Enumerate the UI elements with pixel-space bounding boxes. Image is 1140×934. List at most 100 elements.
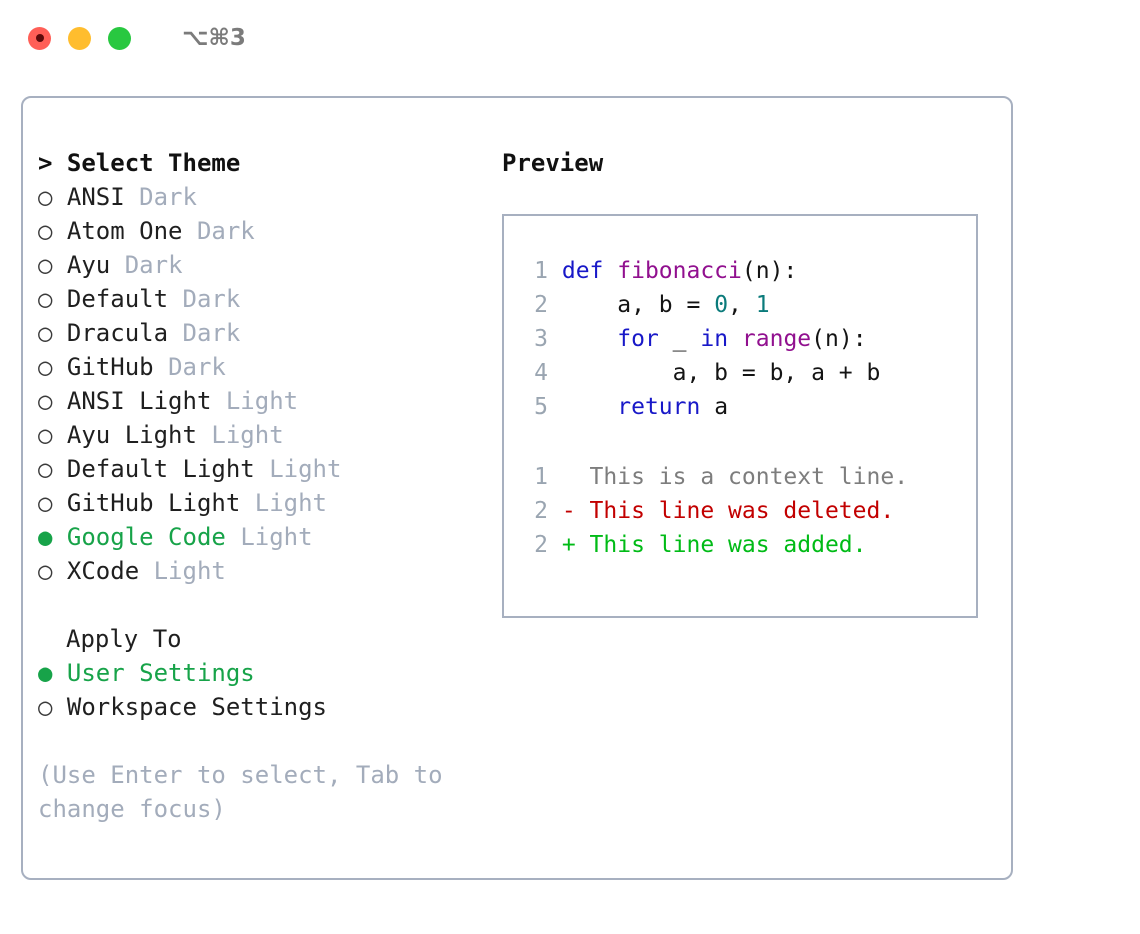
line-number: 5 [534,394,548,420]
list-spacer [38,588,478,622]
theme-variant-tag: Light [254,489,327,517]
minimize-dot-icon[interactable] [68,26,91,50]
radio-selected-icon: ● [38,523,53,551]
theme-name: Ayu [66,251,111,279]
code-line: 5 return a [514,390,976,424]
maximize-dot-icon[interactable] [108,26,131,50]
code-token: _ [658,326,701,352]
theme-variant-tag: Light [240,523,313,551]
line-number: 4 [534,360,548,386]
code-line: 4 a, b = b, a + b [514,356,976,390]
code-token: in [700,326,729,352]
radio-unselected-icon: ○ [38,217,53,245]
theme-variant-tag: Dark [182,285,241,313]
diff-line: 2 + This line was added. [514,528,976,562]
line-number: 2 [534,292,548,318]
line-number: 2 [534,498,548,524]
theme-name: Ayu Light [66,421,197,449]
radio-unselected-icon: ○ [38,319,53,347]
diff-preview: 1 This is a context line.2 - This line w… [514,460,976,562]
theme-variant-tag: Light [153,557,226,585]
code-token: 1 [755,292,770,318]
select-theme-heading: > Select Theme [38,149,241,177]
code-token: def [561,258,618,284]
theme-option[interactable]: ○ Ayu Light Light [38,418,478,452]
apply-to-label: Apply To [66,625,182,653]
theme-name: Dracula [66,319,169,347]
code-token: range [741,326,812,352]
code-token: for [617,326,659,352]
theme-variant-tag: Light [269,455,342,483]
shortcut-label: ⌥⌘3 [182,25,246,51]
theme-variant-tag: Dark [196,217,255,245]
theme-name: GitHub Light [66,489,241,517]
record-indicator-icon [35,34,44,42]
radio-unselected-icon: ○ [38,421,53,449]
code-token: a, b = [561,292,715,318]
theme-variant-tag: Dark [168,353,226,381]
code-token: a, b = b, a + b [561,360,881,386]
preview-gap [514,424,976,460]
theme-option[interactable]: ○ Atom One Dark [38,214,478,248]
code-line: 2 a, b = 0, 1 [514,288,976,322]
theme-name: ANSI Light [66,387,212,415]
code-token: return [617,394,701,420]
code-line: 3 for _ in range(n): [514,322,976,356]
code-token: 0 [714,292,729,318]
diff-text: This is a context line. [561,464,909,490]
title-bar: ⌥⌘3 [0,0,1140,76]
theme-option[interactable]: ○ ANSI Dark [38,180,478,214]
radio-unselected-icon: ○ [38,489,53,517]
window-controls [28,26,131,50]
theme-variant-tag: Dark [124,251,183,279]
apply-to-option[interactable]: ○ Workspace Settings [38,690,478,724]
theme-option[interactable]: ○ ANSI Light Light [38,384,478,418]
apply-to-list[interactable]: ● User Settings○ Workspace Settings [38,656,478,724]
theme-option[interactable]: ○ Default Dark [38,282,478,316]
theme-variant-tag: Light [211,421,284,449]
diff-text: + This line was added. [561,532,867,558]
keyboard-hint: (Use Enter to select, Tab to change focu… [38,761,458,823]
apply-to-option[interactable]: ● User Settings [38,656,478,690]
code-token: (n): [741,258,798,284]
radio-unselected-icon: ○ [38,353,53,381]
code-line: 1 def fibonacci(n): [514,254,976,288]
theme-option[interactable]: ○ Ayu Dark [38,248,478,282]
radio-unselected-icon: ○ [38,251,53,279]
theme-name: ANSI [66,183,125,211]
theme-option[interactable]: ○ Dracula Dark [38,316,478,350]
code-token [562,326,617,352]
theme-list[interactable]: ○ ANSI Dark○ Atom One Dark○ Ayu Dark○ De… [38,180,478,588]
line-number: 1 [534,464,548,490]
theme-option[interactable]: ● Google Code Light [38,520,478,554]
theme-name: Atom One [66,217,183,245]
radio-unselected-icon: ○ [38,183,53,211]
theme-variant-tag: Dark [182,319,241,347]
radio-selected-icon: ● [38,659,53,687]
line-number: 1 [534,258,548,284]
theme-option[interactable]: ○ GitHub Dark [38,350,478,384]
code-token: , [728,292,756,318]
code-token: (n): [811,326,867,352]
theme-option[interactable]: ○ GitHub Light Light [38,486,478,520]
apply-to-name: Workspace Settings [66,693,327,721]
theme-name: Default Light [66,455,255,483]
preview-title: Preview [502,149,604,177]
diff-line: 1 This is a context line. [514,460,976,494]
close-dot-icon[interactable] [28,26,51,50]
line-number: 3 [534,326,548,352]
theme-name: Google Code [66,523,226,551]
theme-name: Default [66,285,169,313]
theme-variant-tag: Dark [139,183,197,211]
radio-unselected-icon: ○ [38,387,53,415]
line-number: 2 [534,532,548,558]
radio-unselected-icon: ○ [38,557,53,585]
code-token: fibonacci [617,258,742,284]
theme-option[interactable]: ○ Default Light Light [38,452,478,486]
theme-selector-panel: > Select Theme ○ ANSI Dark○ Atom One Dar… [38,146,478,826]
radio-unselected-icon: ○ [38,693,53,721]
theme-option[interactable]: ○ XCode Light [38,554,478,588]
